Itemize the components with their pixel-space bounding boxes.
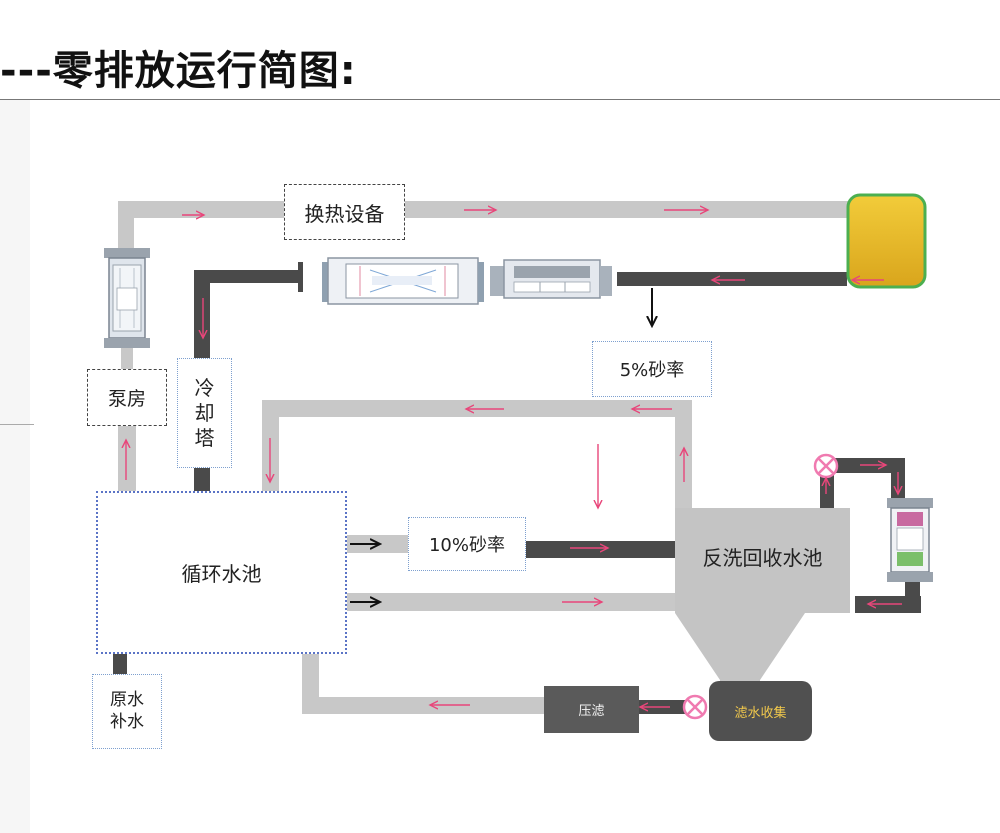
filter-press-box <box>544 686 639 733</box>
filter-press-label: 压滤 <box>578 704 605 719</box>
sand-10-box: 10%砂率 <box>408 517 526 571</box>
pump-house-label: 泵房 <box>107 388 146 410</box>
valve-icon-top <box>813 453 839 479</box>
cooling-tower-label-3: 塔 <box>194 425 215 450</box>
sand-5-box: 5%砂率 <box>592 341 712 397</box>
raw-water-box: 原水 补水 <box>92 674 162 749</box>
pipe-filter-bottom <box>905 578 920 613</box>
raw-water-label-1: 原水 <box>110 690 144 711</box>
pipe-raw-water <box>113 652 127 674</box>
pump-filter-unit-icon <box>104 248 150 370</box>
heat-exchanger-box: 换热设备 <box>284 184 405 240</box>
sludge-collection-label-wrap: 滤水收集 <box>709 681 812 741</box>
backwash-pool-shape <box>675 508 850 690</box>
cooling-tower-box: 冷 却 塔 <box>177 358 232 468</box>
backwash-pool-label: 反洗回收水池 <box>702 545 823 570</box>
sand-10-label: 10%砂率 <box>428 535 505 556</box>
pipe-sand10-to-backwash <box>525 541 677 558</box>
flow-arrows-pink <box>126 210 902 707</box>
circulating-pool-box: 循环水池 <box>96 491 347 654</box>
sludge-collection-label: 滤水收集 <box>734 705 787 721</box>
sludge-collection-tank <box>709 681 812 741</box>
pipe-tower-riser <box>194 270 210 360</box>
pipe-cap <box>298 262 303 292</box>
backwash-pool-label-wrap: 反洗回收水池 <box>675 520 850 592</box>
pump-house-box: 泵房 <box>87 369 167 426</box>
separator-unit-icon-1 <box>322 257 484 305</box>
flow-arrows-black <box>350 288 652 602</box>
circulating-pool-label: 循环水池 <box>181 562 262 586</box>
pipe-press-return <box>302 697 546 714</box>
pipe-tower-top <box>194 270 302 283</box>
page-title: ---零排放运行简图: <box>0 48 357 94</box>
storage-tank-icon <box>846 193 927 289</box>
sand-5-label: 5%砂率 <box>619 360 685 381</box>
cooling-tower-label-2: 却 <box>194 400 215 425</box>
raw-water-label-2: 补水 <box>110 711 144 732</box>
filter-press-label-wrap: 压滤 <box>544 686 639 733</box>
pipe-pool-to-pump <box>118 420 136 492</box>
cooling-tower-label-1: 冷 <box>194 375 215 400</box>
side-divider <box>0 424 34 425</box>
pipe-pool-to-backwash-lower <box>345 593 675 611</box>
pipe-tower-to-pool <box>194 466 210 492</box>
right-filter-unit-icon <box>887 498 933 582</box>
pipe-tank-return <box>617 272 847 286</box>
heat-exchanger-label: 换热设备 <box>304 201 385 226</box>
separator-unit-icon-2 <box>490 259 612 299</box>
left-panel <box>0 100 30 833</box>
title-divider <box>0 99 1000 100</box>
valve-icon-bottom <box>682 694 708 720</box>
